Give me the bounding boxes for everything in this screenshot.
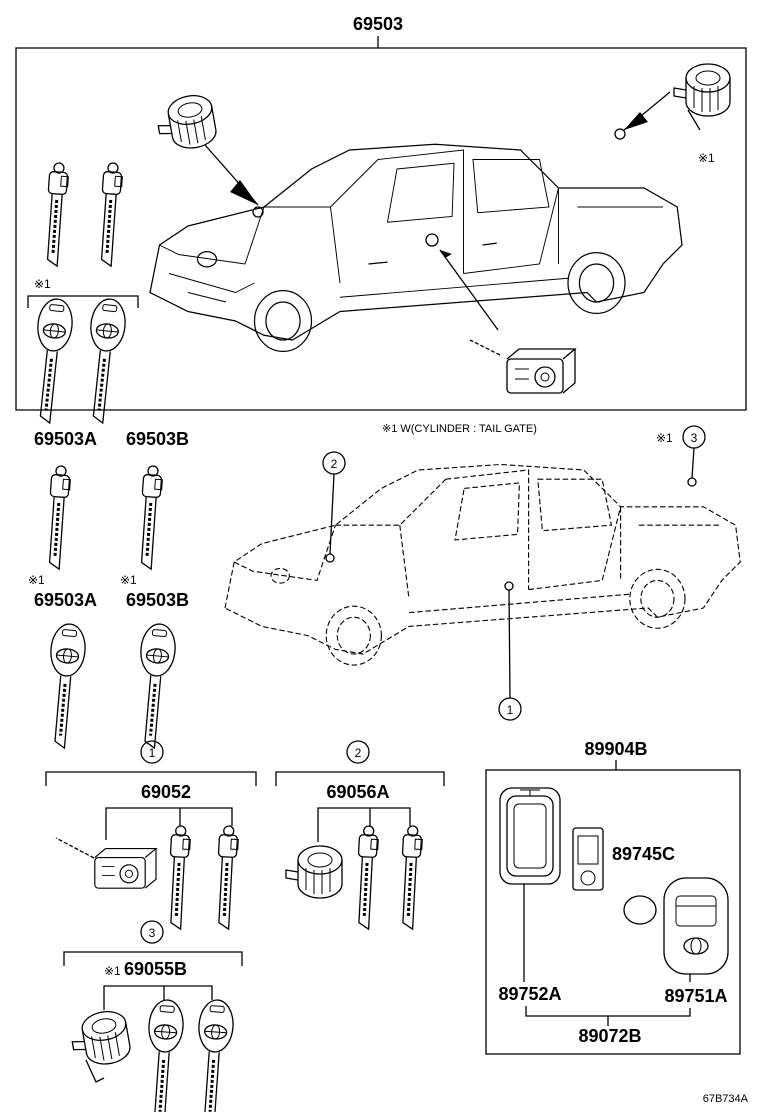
- callout-3-top-text: 3: [691, 431, 698, 445]
- set1-doorlock-drawing: [94, 848, 157, 889]
- label-remote-set: 89904B: [584, 739, 647, 759]
- set1-key-1: [165, 824, 193, 931]
- top-key-plain-2: [95, 160, 125, 268]
- top-key-logo-2: [79, 295, 130, 426]
- callout-1-top: [498, 697, 522, 721]
- set3-key-2: [190, 997, 237, 1112]
- note-tailgate: ※1 W(CYLINDER : TAIL GATE): [382, 423, 537, 435]
- arrow-doorlock: [439, 249, 499, 331]
- note-mark-topkeys: ※1: [34, 277, 51, 291]
- label-cyl-set-2: 69056A: [326, 782, 389, 802]
- label-cyl-set-3: 69055B: [124, 959, 187, 979]
- key-b-drawing: [135, 463, 165, 571]
- main-assembly-frame: [15, 47, 747, 411]
- key-a2-drawing: [41, 621, 89, 751]
- tailgate-cylinder-drawing: [673, 63, 731, 117]
- set3-cylinder-drawing: [67, 1007, 133, 1070]
- label-main-assembly: 69503: [353, 14, 403, 34]
- label-key-a2: 69503A: [34, 590, 97, 610]
- callout-2-set-text: 2: [355, 746, 362, 760]
- dashed-truck-illustration: [224, 463, 741, 666]
- top-truck-illustration: [149, 143, 683, 353]
- remote-set-frame: [485, 769, 741, 1055]
- battery-drawing: [623, 895, 657, 925]
- callout-2-set: [346, 740, 370, 764]
- callout-3-set-text: 3: [149, 926, 156, 940]
- label-key-b: 69503B: [126, 429, 189, 449]
- key-b2-drawing: [131, 621, 179, 751]
- label-key-a: 69503A: [34, 429, 97, 449]
- circuit-board-drawing: [572, 827, 604, 891]
- set2-key-2: [397, 824, 425, 931]
- label-key-b2: 69503B: [126, 590, 189, 610]
- label-transmitter: 89072B: [578, 1026, 641, 1046]
- door-lock-drawing: [506, 348, 576, 394]
- callout-3-set: [140, 920, 164, 944]
- set2-cylinder-drawing: [285, 845, 343, 899]
- label-case-a: 89752A: [498, 984, 561, 1004]
- ignition-cylinder-drawing: [153, 91, 219, 154]
- callout-2-top-text: 2: [331, 457, 338, 471]
- key-a-drawing: [43, 463, 73, 571]
- case-a-drawing: [499, 787, 561, 885]
- note-mark-tailgate: ※1: [698, 151, 715, 165]
- set1-key-2: [213, 824, 241, 931]
- set2-key-1: [353, 824, 381, 931]
- top-key-logo-1: [26, 295, 77, 426]
- callout-1-set: [140, 740, 164, 764]
- note-mark-key-a2: ※1: [28, 573, 45, 587]
- label-cyl-set-1: 69052: [141, 782, 191, 802]
- callout-1-top-text: 1: [507, 703, 514, 717]
- callout-1-set-text: 1: [149, 746, 156, 760]
- note-mark-key-b2: ※1: [120, 573, 137, 587]
- label-battery: 89745C: [612, 844, 675, 864]
- case-b-drawing: [663, 877, 729, 975]
- note-mark-callout-3: ※1: [656, 431, 673, 445]
- note-mark-set-3: ※1: [104, 964, 121, 978]
- set3-key-1: [140, 997, 187, 1112]
- top-key-plain-1: [41, 160, 71, 268]
- figure-code: 67B734A: [703, 1093, 749, 1105]
- label-case-b: 89751A: [664, 986, 727, 1006]
